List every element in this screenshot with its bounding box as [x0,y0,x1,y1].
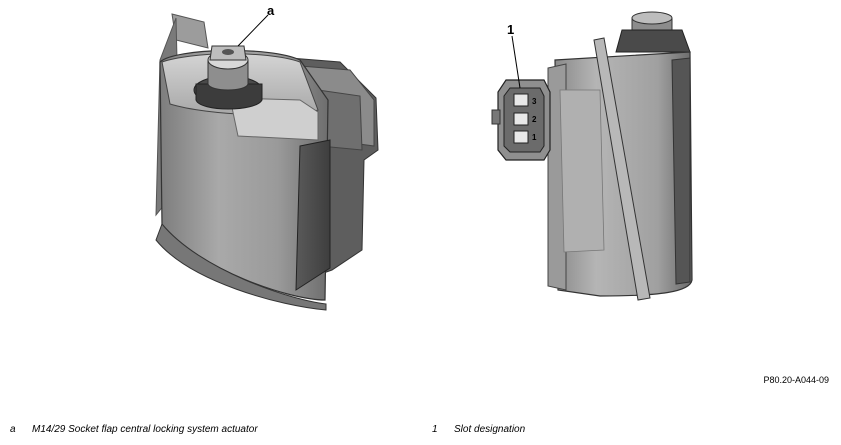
pin-number-1: 1 [532,133,537,142]
leader-line-1 [511,35,521,89]
pin-2 [513,112,529,126]
mounting-rail [593,37,651,301]
actuator-perspective-view [155,13,379,311]
pin-number-3: 3 [532,97,537,106]
legend-item-a: a M14/29 Socket flap central locking syst… [10,424,258,435]
legend-item-1: 1 Slot designation [432,424,525,435]
actuator-side-view: 3 2 1 [491,11,693,301]
legend-text: M14/29 Socket flap central locking syste… [32,424,258,435]
legend-key: a [10,424,16,435]
callout-label-a: a [267,3,275,18]
back-plate [171,13,209,49]
leader-line-a [237,14,269,47]
side-panel [295,139,331,291]
reference-code: P80.20-A044-09 [763,375,829,385]
callout-label-1: 1 [507,22,515,37]
pin-3 [513,93,529,107]
pin-number-2: 2 [532,115,537,124]
legend-key: 1 [432,424,438,435]
pin-1 [513,130,529,144]
legend-text: Slot designation [454,424,526,435]
